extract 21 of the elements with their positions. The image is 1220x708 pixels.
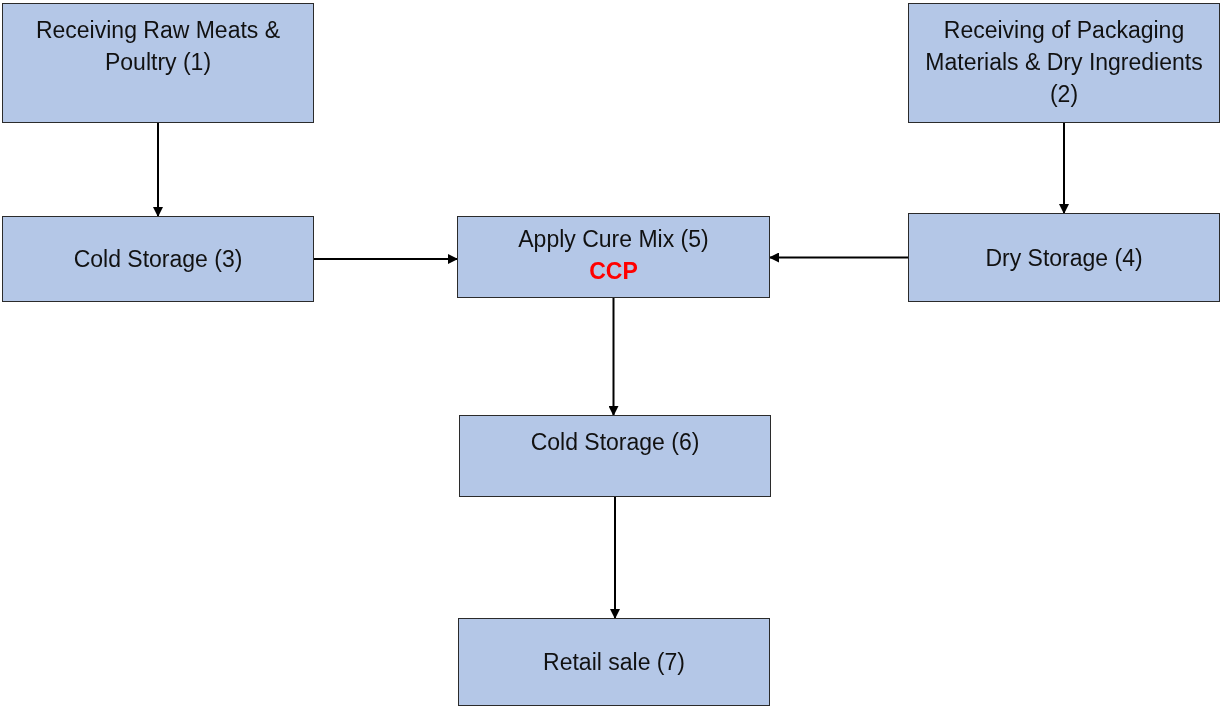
process-box <box>908 3 1220 123</box>
step-label: Cold Storage (6) <box>530 428 700 457</box>
arrow <box>153 122 163 217</box>
process-box <box>2 3 314 123</box>
arrow <box>608 297 619 416</box>
process-box <box>459 415 771 497</box>
arrow <box>610 496 620 619</box>
arrow <box>769 252 909 263</box>
step-label: Apply Cure Mix (5) <box>518 225 709 254</box>
step-label: Cold Storage (3) <box>73 245 243 274</box>
process-box <box>2 216 314 302</box>
step-label: Receiving Raw Meats & Poultry (1) <box>34 16 282 77</box>
step-label: Retail sale (7) <box>543 648 685 677</box>
arrow <box>313 254 458 264</box>
ccp-label: CCP <box>589 257 638 286</box>
step-label: Dry Storage (4) <box>985 243 1143 273</box>
step-label: Receiving of Packaging Materials & Dry Ingredients (2) <box>924 16 1204 109</box>
process-box <box>457 216 770 298</box>
process-box <box>908 213 1220 302</box>
process-box <box>458 618 770 706</box>
arrow <box>1059 122 1069 214</box>
